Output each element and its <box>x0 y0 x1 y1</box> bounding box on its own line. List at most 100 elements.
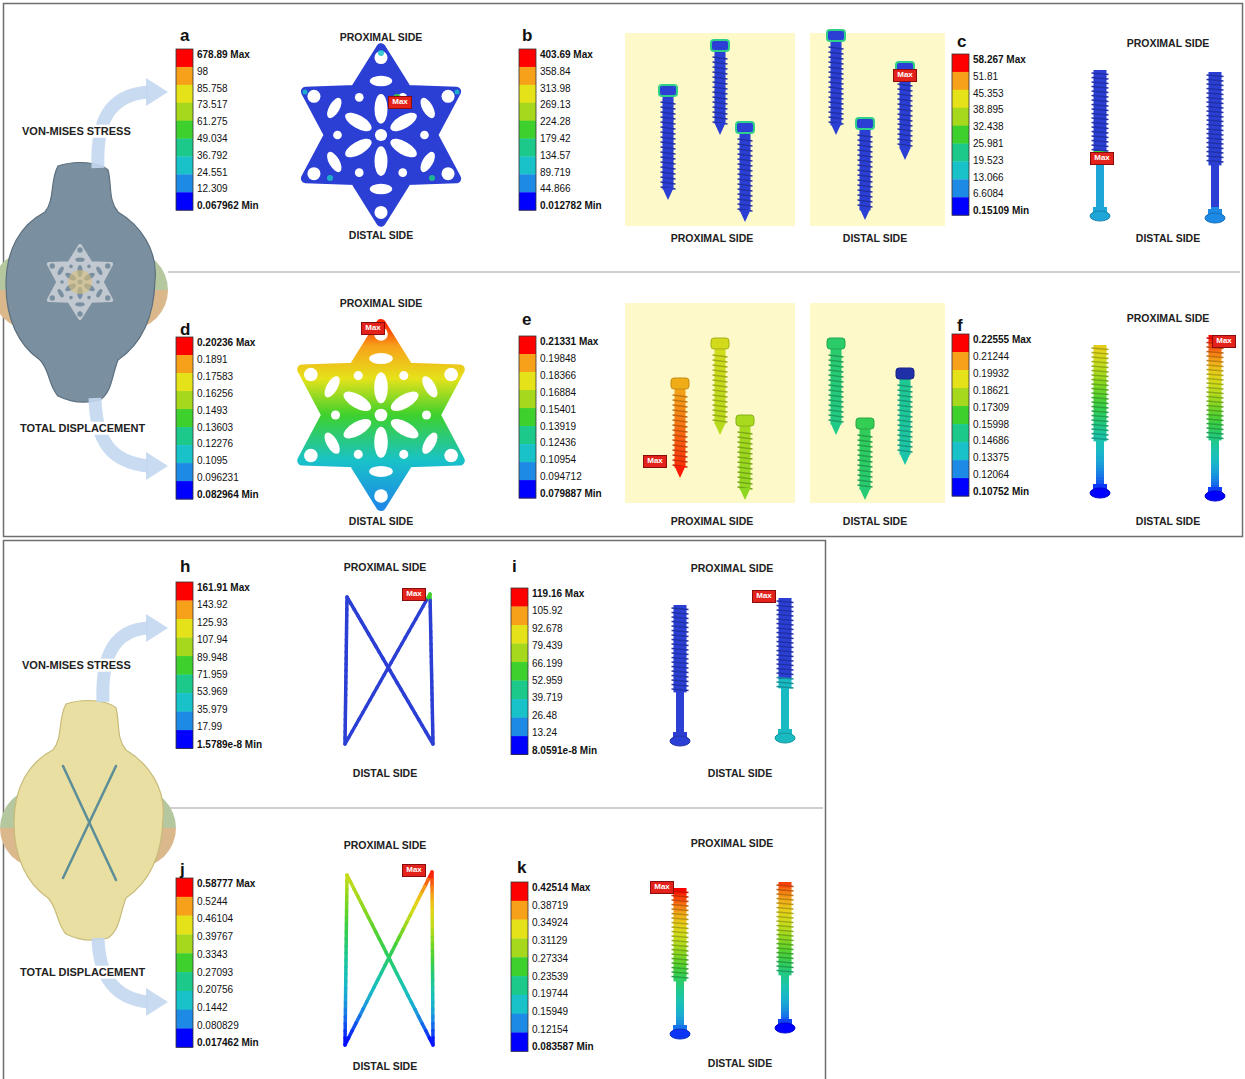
result-type-heading: TOTAL DISPLACEMENT <box>18 422 147 435</box>
result-type-heading: TOTAL DISPLACEMENT <box>18 966 147 979</box>
screw-shaft <box>781 993 789 996</box>
screw-thread <box>1092 87 1109 89</box>
scale-value: 0.13919 <box>540 421 576 433</box>
scale-value: 0.20236 Max <box>197 337 255 349</box>
wire-construct <box>345 872 433 1045</box>
screw-thread <box>738 457 753 459</box>
color-band <box>511 976 528 995</box>
color-band <box>176 192 193 210</box>
screw-shaft <box>676 996 684 999</box>
scale-value: 107.94 <box>197 634 228 646</box>
screw-shaft <box>1209 162 1222 165</box>
screw-tip <box>675 466 686 478</box>
screw-thread <box>777 619 794 621</box>
screw-thread <box>829 107 844 109</box>
color-band <box>519 139 536 157</box>
scale-value: 17.99 <box>197 721 222 733</box>
scale-value: 0.12276 <box>197 439 233 451</box>
screw-thread <box>858 160 873 162</box>
center-hole <box>375 129 387 141</box>
scale-value: 0.18621 <box>973 385 1009 397</box>
scale-value: 58.267 Max <box>973 54 1026 66</box>
color-band <box>519 480 536 498</box>
scale-value: 105.92 <box>532 606 563 618</box>
screw-thread <box>777 953 794 955</box>
scale-value: 0.27334 <box>532 953 568 965</box>
scale-value: 0.31129 <box>532 935 567 947</box>
screw-thread <box>829 385 844 387</box>
screw-thread <box>661 167 676 169</box>
color-scale-bar <box>519 49 536 211</box>
screw-shaft <box>781 724 789 727</box>
color-band <box>176 481 193 499</box>
screw-thread <box>738 194 753 196</box>
screw-head <box>827 338 845 349</box>
scale-value: 0.17309 <box>973 402 1009 414</box>
color-band <box>511 957 528 976</box>
screw-thread <box>1207 93 1224 95</box>
screw-thread <box>777 939 794 941</box>
screw-shaft <box>781 996 789 999</box>
scale-value: 0.38719 <box>532 900 568 912</box>
screw-thread <box>829 410 844 412</box>
side-label: DISTAL SIDE <box>1136 232 1200 244</box>
screw-thread <box>713 360 728 362</box>
color-band <box>176 427 193 445</box>
screw-thread <box>738 189 753 191</box>
screw-hole <box>333 131 342 140</box>
screw-thread <box>661 182 676 184</box>
screw-thread <box>1207 388 1224 390</box>
color-band <box>176 121 193 139</box>
screw-tip <box>860 208 871 220</box>
screw-shaft <box>860 429 871 432</box>
screw-shaft <box>1211 449 1219 452</box>
screw-thread <box>672 653 689 655</box>
color-band <box>511 644 528 663</box>
color-band <box>511 625 528 644</box>
stress-hotspot <box>327 175 333 181</box>
screw-thread <box>777 885 794 887</box>
plate-cutout <box>419 430 440 456</box>
screw-thread <box>1207 138 1224 140</box>
screw-hole <box>354 371 363 380</box>
color-band <box>176 897 193 916</box>
screw-thread <box>1207 392 1224 394</box>
screw-thread <box>1207 84 1224 86</box>
screw-thread <box>1092 353 1109 355</box>
screw-thread <box>1207 129 1224 131</box>
color-scale-bar <box>176 337 193 499</box>
screw-thread <box>738 432 753 434</box>
screw-thread <box>858 485 873 487</box>
screw-thread <box>777 628 794 630</box>
bar-outline <box>952 54 969 215</box>
scale-value: 32.438 <box>973 121 1004 133</box>
color-band <box>511 1014 528 1033</box>
color-band <box>176 1028 193 1047</box>
color-band <box>511 718 528 737</box>
scale-value: 0.17583 <box>197 371 233 383</box>
screw-shaft <box>1211 204 1219 207</box>
screw-shaft <box>1096 465 1104 468</box>
plate-cutout <box>56 288 64 298</box>
screw-shaft <box>781 1002 789 1005</box>
screw-shaft <box>1096 181 1104 184</box>
screw-shaft <box>781 1008 789 1011</box>
view-background <box>810 303 945 503</box>
screw-thread <box>1092 105 1109 107</box>
screw-head <box>827 30 845 41</box>
screw-head <box>670 1029 690 1039</box>
scale-value: 0.21244 <box>973 351 1009 363</box>
plate-cutout <box>75 302 84 306</box>
screw-thread <box>661 112 676 114</box>
screw-hole <box>399 450 408 459</box>
screw-thread <box>738 144 753 146</box>
screw-thread <box>661 117 676 119</box>
plate-cutout <box>342 135 374 161</box>
screw-thread <box>713 97 728 99</box>
color-band <box>519 354 536 372</box>
color-scale-bar <box>511 882 528 1052</box>
side-label: PROXIMAL SIDE <box>671 232 754 244</box>
scale-value: 52.959 <box>532 675 563 687</box>
screw-tip <box>900 453 911 465</box>
screw-thread <box>858 475 873 477</box>
